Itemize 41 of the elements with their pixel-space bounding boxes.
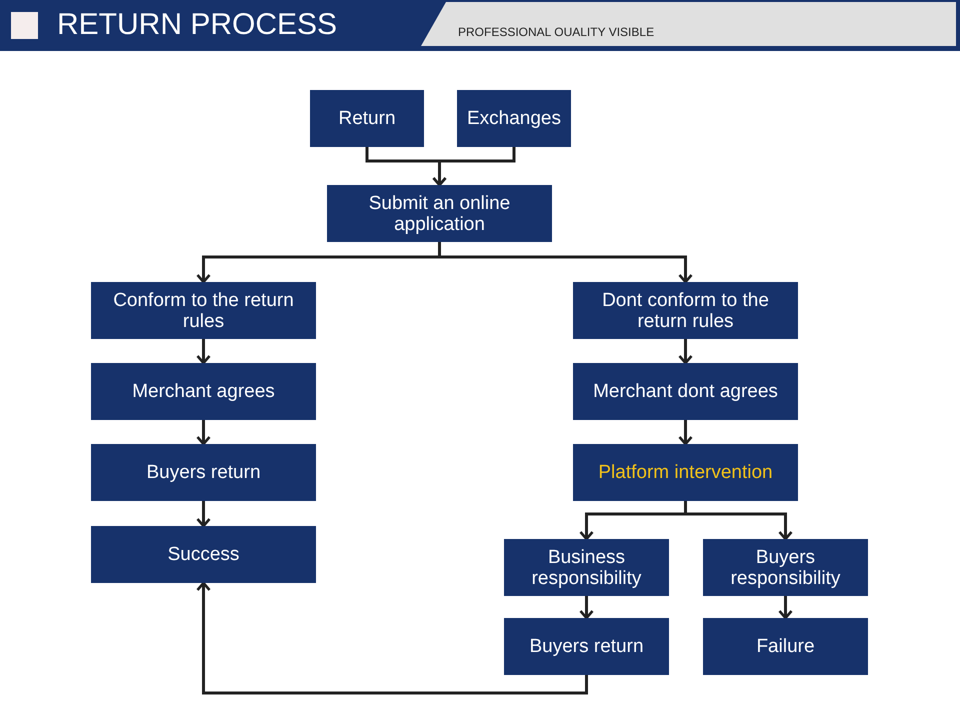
step-label: Return	[338, 108, 396, 129]
step-label: Failure	[756, 636, 815, 657]
arrow	[684, 501, 793, 540]
process-box	[91, 526, 316, 583]
process-box	[91, 282, 316, 339]
step-label: Buyers return	[529, 636, 644, 657]
step-label: Merchant dont agrees	[593, 381, 778, 402]
process-box	[703, 539, 868, 596]
process-box	[91, 444, 316, 501]
arrow	[196, 582, 588, 694]
tagline: PROFESSIONAL OUALITY VISIBLE	[458, 25, 654, 39]
step-label: Submit an online application	[368, 192, 512, 234]
process-box	[573, 444, 798, 501]
arrow	[196, 501, 211, 528]
arrow	[579, 596, 594, 620]
arrow	[196, 420, 211, 446]
arrow	[678, 339, 693, 364]
process-box	[310, 90, 424, 147]
arrow	[778, 596, 793, 620]
process-box	[504, 539, 669, 596]
title: RETURN PROCESS	[57, 8, 338, 42]
process-box	[457, 90, 571, 147]
process-box	[91, 363, 316, 420]
step-label: Conform to the return rules	[112, 290, 295, 332]
step-label: Buyers return	[146, 462, 261, 483]
arrow	[438, 242, 693, 284]
step-label: Buyers responsibility	[730, 546, 842, 588]
process-box	[573, 363, 798, 420]
step-label: Business responsibility	[530, 546, 642, 588]
step-label: Dont conform to the return rules	[601, 290, 770, 332]
process-box	[573, 282, 798, 339]
process-box	[327, 185, 552, 242]
arrow	[432, 147, 516, 186]
arrow	[678, 420, 693, 446]
step-label: Platform intervention	[598, 462, 773, 483]
process-box	[703, 618, 868, 675]
step-label: Exchanges	[466, 108, 561, 129]
step-label: Merchant agrees	[132, 381, 275, 402]
step-label: Success	[168, 544, 240, 565]
arrow	[196, 339, 211, 364]
process-box	[504, 618, 669, 675]
